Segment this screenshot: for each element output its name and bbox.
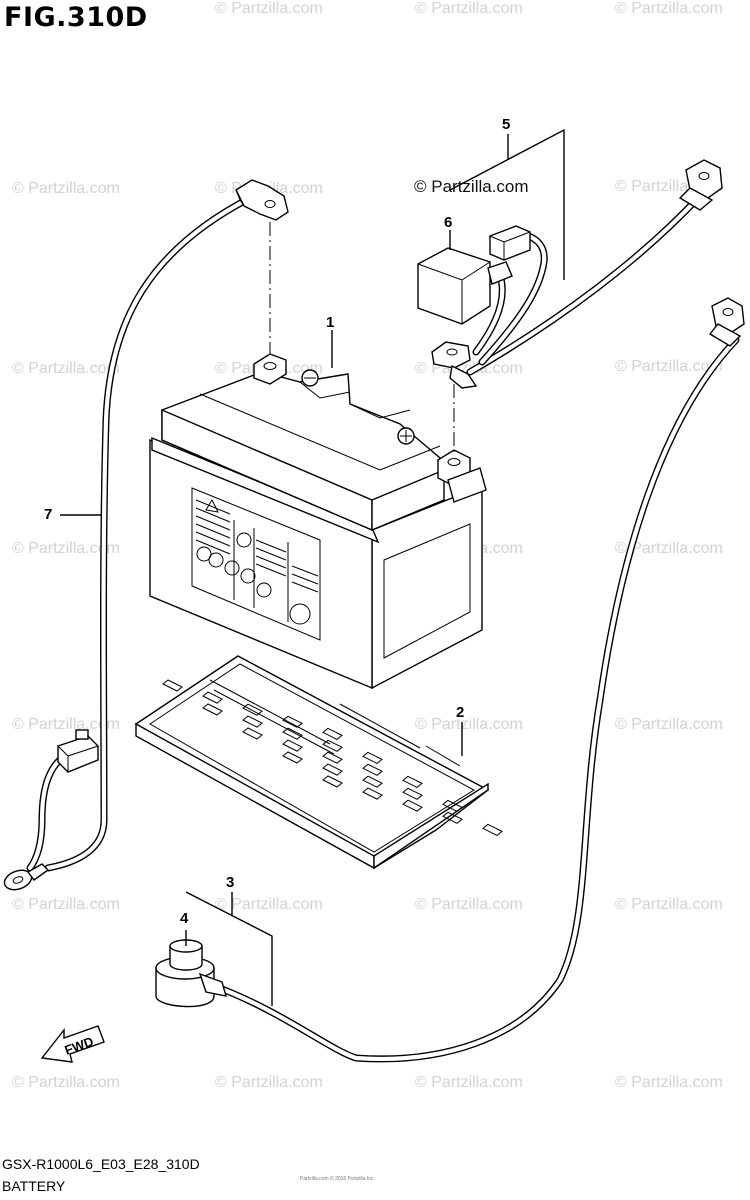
tray-slot xyxy=(362,763,383,776)
tray-slot xyxy=(402,787,423,800)
callout-1: 1 xyxy=(326,314,335,331)
figure-caption: BATTERY xyxy=(2,1178,66,1194)
partzilla-brand-label: © Partzilla.com xyxy=(414,177,529,196)
callout-7: 7 xyxy=(44,506,53,523)
watermark: © Partzilla.com xyxy=(12,180,120,197)
watermark: © Partzilla.com xyxy=(615,716,723,733)
watermark: © Partzilla.com xyxy=(615,896,723,913)
watermark: © Partzilla.com xyxy=(615,0,723,17)
tray-slot xyxy=(162,679,183,692)
callout-3: 3 xyxy=(226,874,235,891)
tray-slot xyxy=(242,703,263,716)
tray-slot xyxy=(202,703,223,716)
watermark: © Partzilla.com xyxy=(215,0,323,17)
tray-slot xyxy=(242,727,263,740)
tray-slot xyxy=(442,811,463,824)
negative-lead-ring-terminal xyxy=(3,863,50,891)
watermark: © Partzilla.com xyxy=(415,1074,523,1091)
tray-slot xyxy=(282,751,303,764)
callout-2: 2 xyxy=(456,704,465,721)
lower-lead-upper-terminal xyxy=(708,297,745,347)
terminal-cap xyxy=(155,939,227,1008)
tray-slot xyxy=(322,739,343,752)
tray-slot xyxy=(362,775,383,788)
tray-slot xyxy=(322,727,343,740)
watermark: © Partzilla.com xyxy=(615,1074,723,1091)
copyright-notice: Partzilla.com © 2016 Partzilla Inc. xyxy=(300,1176,375,1182)
lower-lead-cable xyxy=(210,336,740,1063)
forward-direction-arrow: FWD xyxy=(40,1025,105,1063)
starter-relay xyxy=(417,247,513,325)
positive-lead-cable xyxy=(466,192,704,376)
tray-slot xyxy=(482,823,503,836)
relay-connector xyxy=(489,225,531,261)
tray-slot xyxy=(322,763,343,776)
callout-5: 5 xyxy=(502,116,511,133)
watermark: © Partzilla.com xyxy=(615,540,723,557)
tray-slot xyxy=(322,775,343,788)
figure-title: FIG.310D xyxy=(4,2,148,33)
negative-lead-connector xyxy=(57,729,99,773)
positive-lead-battery-terminal xyxy=(431,341,478,389)
battery-tray xyxy=(134,655,503,870)
negative-lead-cable xyxy=(26,194,254,872)
callout-6: 6 xyxy=(444,214,453,231)
tray-slot xyxy=(282,739,303,752)
negative-lead-upper-terminal xyxy=(235,179,289,221)
tray-slot xyxy=(402,799,423,812)
battery xyxy=(149,353,487,690)
tray-slot xyxy=(442,799,463,812)
watermark: © Partzilla.com xyxy=(615,358,723,375)
model-code: GSX-R1000L6_E03_E28_310D xyxy=(2,1156,200,1172)
watermark: © Partzilla.com xyxy=(12,540,120,557)
watermark: © Partzilla.com xyxy=(215,1074,323,1091)
watermark: © Partzilla.com xyxy=(12,360,120,377)
watermark: © Partzilla.com xyxy=(12,1074,120,1091)
watermark: © Partzilla.com xyxy=(415,0,523,17)
tray-slot xyxy=(362,751,383,764)
tray-slot xyxy=(202,691,223,704)
tray-slot xyxy=(282,727,303,740)
callout-leaders xyxy=(60,128,565,1006)
tray-slot xyxy=(282,715,303,728)
watermark: © Partzilla.com xyxy=(12,896,120,913)
callout-4: 4 xyxy=(180,910,189,927)
tray-slot xyxy=(322,751,343,764)
tray-slot xyxy=(242,715,263,728)
watermark: © Partzilla.com xyxy=(215,896,323,913)
watermark: © Partzilla.com xyxy=(415,896,523,913)
positive-lead-upper-terminal xyxy=(678,159,723,211)
tray-slot xyxy=(362,787,383,800)
watermark: © Partzilla.com xyxy=(12,716,120,733)
tray-slot xyxy=(402,775,423,788)
watermark: © Partzilla.com xyxy=(415,716,523,733)
